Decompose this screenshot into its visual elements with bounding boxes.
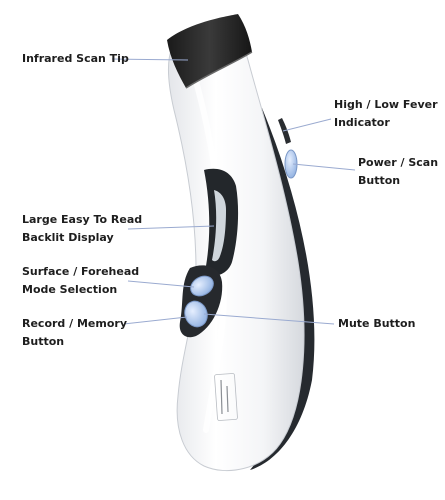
- record-memory-button: [184, 300, 208, 328]
- callout-display: Large Easy To Read Backlit Display: [22, 211, 142, 247]
- callout-infrared-tip-text: Infrared Scan Tip: [22, 52, 129, 65]
- leader-infrared-tip: [111, 58, 189, 61]
- infrared-tip: [167, 14, 252, 88]
- callout-fever-indicator-line-1: High / Low Fever: [334, 98, 438, 111]
- callout-fever-indicator-line-2: Indicator: [334, 116, 390, 129]
- label-text-line-2: [226, 385, 229, 413]
- callout-power-button: Power / Scan Button: [358, 154, 438, 190]
- leader-fever-indicator: [282, 118, 332, 132]
- leader-display: [127, 225, 215, 230]
- callout-mute-button: Mute Button: [338, 315, 415, 333]
- backlit-display: [212, 190, 226, 262]
- leader-mode-selection: [127, 280, 195, 288]
- callout-record-button-line-2: Button: [22, 335, 65, 348]
- leader-power-button: [292, 163, 356, 171]
- thermometer-body: [167, 34, 305, 472]
- callout-record-button: Record / Memory Button: [22, 315, 127, 351]
- callout-power-button-line-1: Power / Scan: [358, 156, 439, 169]
- tip-rim: [185, 51, 253, 89]
- product-label-area: [214, 373, 238, 421]
- leader-record-button: [123, 316, 188, 325]
- callout-display-line-1: Large Easy To Read: [22, 213, 143, 226]
- leader-mute-button: [203, 313, 335, 325]
- label-text-line-1: [220, 379, 223, 415]
- callout-fever-indicator: High / Low Fever Indicator: [334, 96, 438, 132]
- callout-display-line-2: Backlit Display: [22, 231, 114, 244]
- callout-mode-selection-line-2: Mode Selection: [22, 283, 118, 296]
- leader-lines: [111, 58, 356, 325]
- mode-selection-button: [190, 275, 214, 297]
- callout-infrared-tip: Infrared Scan Tip: [22, 50, 129, 68]
- callout-mute-button-text: Mute Button: [338, 317, 416, 330]
- callout-mode-selection: Surface / Forehead Mode Selection: [22, 263, 139, 299]
- callout-power-button-line-2: Button: [358, 174, 401, 187]
- callout-mode-selection-line-1: Surface / Forehead: [22, 265, 140, 278]
- callout-record-button-line-1: Record / Memory: [22, 317, 128, 330]
